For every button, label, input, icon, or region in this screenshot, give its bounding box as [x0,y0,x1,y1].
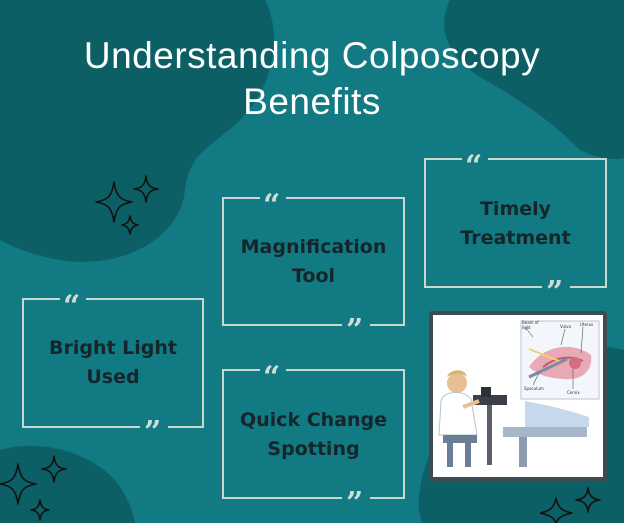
illustration-label-cervix: Cervix [567,390,580,395]
card-border-top-right [286,369,405,371]
card-border-bottom-right [370,324,405,326]
open-quote-icon: “ [63,292,81,316]
card-label: Magnification Tool [240,236,387,287]
card-border-left [222,197,224,326]
card-border-right [605,158,607,288]
close-quote-icon: ” [546,278,564,302]
sparkle-icon-top [95,175,159,235]
card-border-top-left [424,158,462,160]
card-border-left [222,369,224,499]
card-border-bottom-left [222,497,342,499]
card-label: Quick Change Spotting [239,409,387,460]
card-timely-treatment: “ ” Timely Treatment [424,148,607,302]
card-label: Bright Light Used [48,337,178,388]
card-bright-light: “ ” Bright Light Used [22,288,204,442]
card-border-right [202,298,204,428]
page-title: Understanding Colposcopy Benefits [83,35,541,122]
card-border-left [424,158,426,288]
illustration-label-speculum: Speculum [524,386,544,391]
card-border-bottom-right [570,286,607,288]
close-quote-icon: ” [346,316,364,340]
card-label: Timely Treatment [460,198,571,249]
card-border-top-right [488,158,607,160]
card-border-top-right [86,298,204,300]
open-quote-icon: “ [263,191,281,215]
card-border-top-left [222,369,260,371]
close-quote-icon: ” [346,489,364,513]
card-border-bottom-left [424,286,542,288]
card-border-right [403,197,405,326]
illustration-label-beam: Beam of light [522,320,539,330]
card-border-top-left [22,298,60,300]
open-quote-icon: “ [263,363,281,387]
card-quick-change: “ ” Quick Change Spotting [222,359,405,513]
card-border-bottom-left [222,324,342,326]
background-blob-bottom-left [0,445,135,523]
sparkle-icon-bottom-left [0,455,67,521]
card-border-bottom-right [168,426,204,428]
card-border-top-right [286,197,405,199]
colposcopy-illustration: Beam of light Vulva Uterus Speculum Cerv… [429,311,607,481]
card-border-right [403,369,405,499]
card-border-bottom-right [370,497,405,499]
illustration-drawing [433,315,603,477]
card-border-bottom-left [22,426,140,428]
close-quote-icon: ” [144,418,162,442]
background-blob-top-right [444,0,624,160]
open-quote-icon: “ [465,152,483,176]
card-magnification: “ ” Magnification Tool [222,187,405,340]
card-border-left [22,298,24,428]
background-blob-top-left [0,0,275,262]
sparkle-icon-bottom-right [540,487,601,523]
illustration-label-uterus: Uterus [580,322,594,327]
card-border-top-left [222,197,260,199]
illustration-label-vulva: Vulva [560,324,571,329]
